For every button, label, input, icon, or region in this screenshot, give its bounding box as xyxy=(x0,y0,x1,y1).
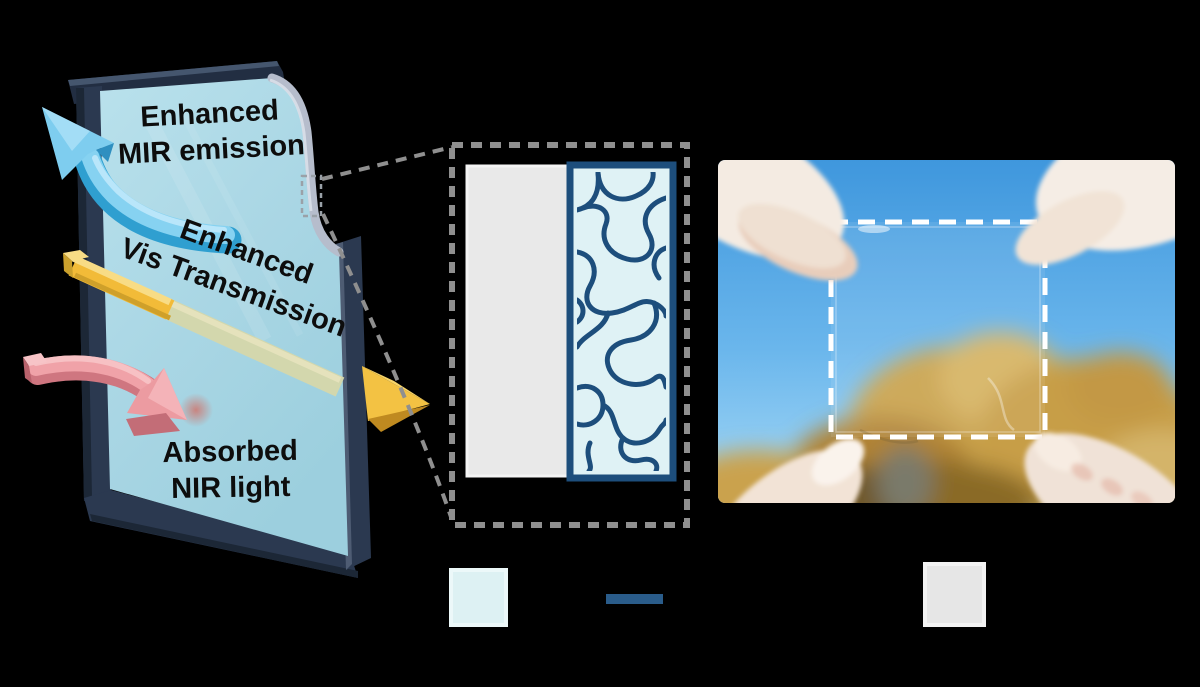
inset-cross-section xyxy=(449,142,690,528)
nir-absorbed-label: Absorbed NIR light xyxy=(147,433,313,508)
light-blue-square-swatch xyxy=(449,568,508,627)
substrate-layer xyxy=(465,164,572,478)
glass-curl-edge xyxy=(267,73,344,257)
gray-square-swatch xyxy=(923,562,986,627)
finger-bottom-right xyxy=(1024,432,1175,503)
nir-absorbed-arrow-icon xyxy=(23,353,187,436)
polymer-network-pattern xyxy=(577,172,666,471)
finger-bottom-left xyxy=(718,438,865,503)
window-frame xyxy=(68,61,371,578)
finger-top-right xyxy=(1015,160,1175,265)
dark-blue-bar-swatch xyxy=(606,594,663,604)
mir-emission-arrow-icon xyxy=(42,107,242,254)
mir-emission-label: Enhanced MIR emission xyxy=(101,90,319,173)
callout-line-bottom xyxy=(321,213,453,518)
zoom-callout-box xyxy=(300,174,323,218)
smart-window-illustration xyxy=(23,61,430,578)
transparent-sample xyxy=(831,222,1045,444)
nir-absorption-glow xyxy=(179,393,213,427)
inset-dashed-frame xyxy=(449,142,690,528)
sample-photo xyxy=(718,160,1175,503)
finger-top-left xyxy=(718,160,858,281)
callout-line-top xyxy=(321,145,453,181)
nir-absorbed-label-line1: Absorbed xyxy=(162,434,299,470)
vis-transmission-arrow-icon xyxy=(63,250,430,432)
nir-absorbed-label-line2: NIR light xyxy=(170,470,291,506)
zoom-callout xyxy=(300,145,453,518)
